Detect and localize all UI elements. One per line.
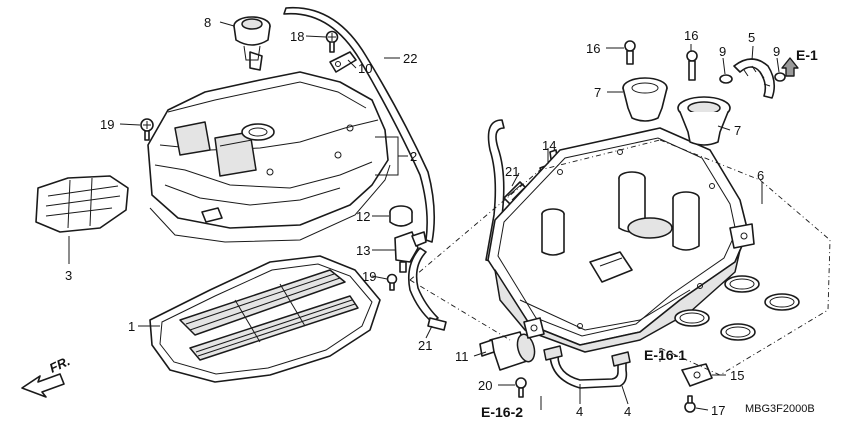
front-direction-arrow: FR. — [21, 353, 72, 398]
callout-12: 12 — [356, 209, 370, 224]
drain-tube-4 — [543, 345, 631, 389]
callout-4-left: 4 — [576, 404, 583, 419]
callout-7-right: 7 — [734, 123, 741, 138]
clamp-9-a — [719, 74, 733, 84]
air-cleaner-cover — [147, 51, 391, 243]
callout-3: 3 — [65, 268, 72, 283]
bolt-16-b — [686, 50, 698, 81]
assembly-outline-6 — [409, 139, 831, 376]
hose-5 — [733, 58, 776, 99]
callout-9-left: 9 — [719, 44, 726, 59]
callout-10: 10 — [358, 61, 372, 76]
callout-18-top: 18 — [290, 29, 304, 44]
screw-18-b — [325, 30, 339, 53]
air-filter-element — [149, 255, 381, 383]
valve-cap — [233, 16, 271, 61]
ref-arrow-e1 — [781, 57, 799, 77]
callout-6: 6 — [757, 168, 764, 183]
callout-17: 17 — [711, 403, 725, 418]
bracket-15 — [681, 363, 713, 387]
callout-8: 8 — [204, 15, 211, 30]
ref-e16-2: E-16-2 — [481, 404, 523, 420]
references: E-1 E-16-1 E-16-2 MBG3F2000B — [481, 47, 818, 420]
callout-18-left: 19 — [100, 117, 114, 132]
screw-19-b — [515, 377, 527, 398]
ref-e16-1: E-16-1 — [644, 347, 686, 363]
screw-19-a — [386, 273, 398, 291]
callout-21: 21 — [418, 338, 432, 353]
callout-15: 15 — [730, 368, 744, 383]
leader-lines — [68, 21, 780, 411]
intake-boot-3 — [35, 175, 129, 233]
callout-9-right: 9 — [773, 44, 780, 59]
valve-13 — [394, 231, 427, 273]
bolt-16-a — [624, 40, 636, 65]
ref-e1: E-1 — [796, 47, 818, 63]
callout-5: 5 — [748, 30, 755, 45]
velocity-stack-b — [677, 96, 731, 146]
callout-1: 1 — [128, 319, 135, 334]
canister-11 — [479, 331, 536, 371]
callout-19-bottom: 20 — [478, 378, 492, 393]
callout-11: 11 — [455, 349, 469, 364]
air-box-lower-case — [487, 127, 755, 353]
drawing-code: MBG3F2000B — [745, 403, 815, 415]
callout-13: 13 — [356, 243, 370, 258]
seal-rings — [674, 275, 800, 341]
velocity-stack-a — [622, 77, 668, 122]
cap-12 — [389, 205, 413, 227]
callout-16-right: 16 — [684, 28, 698, 43]
callout-4-right: 4 — [624, 404, 631, 419]
screw-18-a — [140, 118, 154, 141]
clamp-9-b — [774, 72, 786, 82]
callouts: 8 18 10 22 19 2 3 1 12 13 19 11 20 21 14… — [65, 15, 780, 419]
breather-tube-22 — [283, 6, 436, 243]
screw-17 — [684, 395, 696, 413]
callout-16-left: 16 — [586, 41, 600, 56]
hose-clip — [329, 51, 357, 73]
callout-19-left: 19 — [362, 269, 376, 284]
callout-20: 21 — [505, 164, 519, 179]
callout-22: 22 — [403, 51, 417, 66]
direction-label: FR. — [47, 353, 72, 375]
callout-14: 14 — [542, 138, 556, 153]
callout-2: 2 — [410, 149, 417, 164]
tube-21 — [407, 247, 447, 331]
callout-7-left: 7 — [594, 85, 601, 100]
